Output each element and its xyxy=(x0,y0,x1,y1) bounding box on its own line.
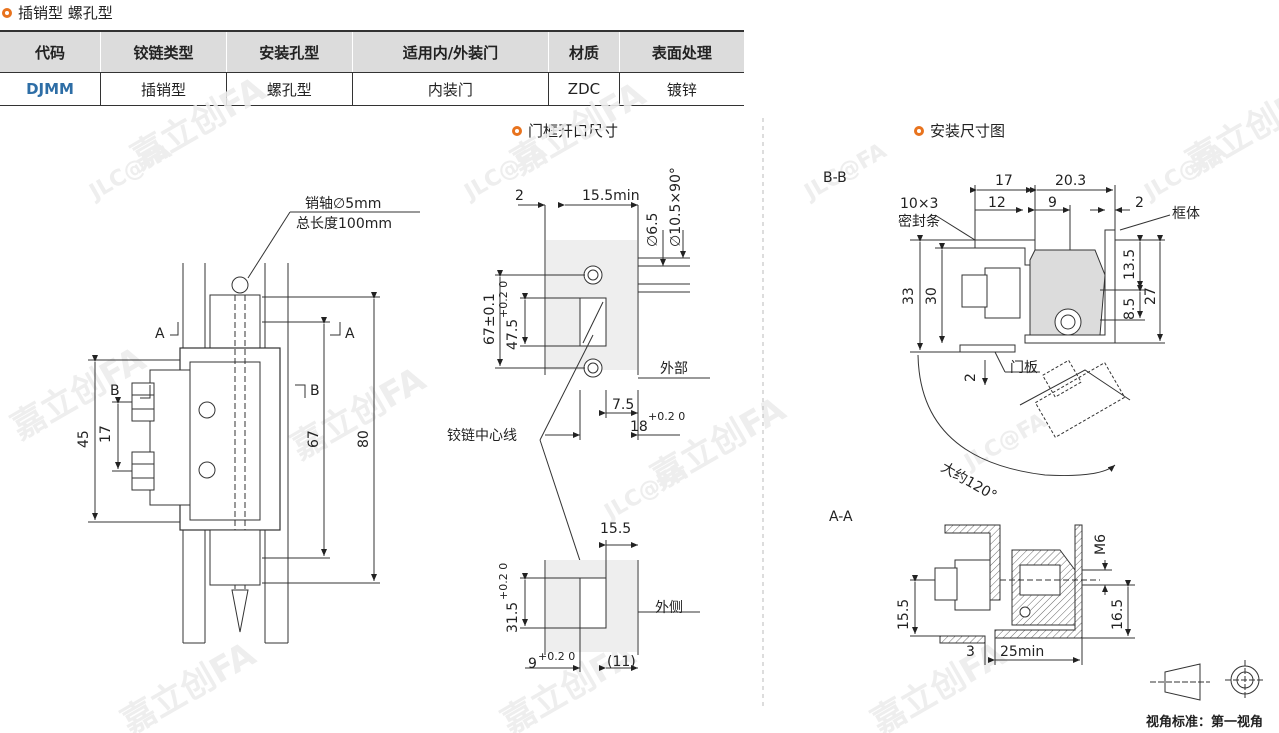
section-a-label: A xyxy=(345,326,355,342)
pin-note: 销轴∅5mm xyxy=(305,196,381,212)
watermark-brand: 嘉立创FA xyxy=(1180,74,1279,183)
dim-31-5: 31.5 xyxy=(505,602,521,633)
watermark-brand: 嘉立创FA xyxy=(115,634,263,733)
spec-table: 代码 铰链类型 安装孔型 适用内/外装门 材质 表面处理 DJMM 插销型 螺孔… xyxy=(0,30,744,106)
dim-47-5: 47.5 xyxy=(505,319,521,350)
cell-hinge-type: 插销型 xyxy=(100,72,227,106)
dim-9: 9 xyxy=(1048,195,1057,211)
dim-11: (11) xyxy=(607,654,636,670)
watermark-brand: 嘉立创FA xyxy=(645,389,793,498)
door-frame-heading-text: 门框开口尺寸 xyxy=(528,122,619,140)
install-heading-text: 安装尺寸图 xyxy=(930,122,1006,140)
dim-3: 3 xyxy=(966,644,975,660)
dim-15-5: 15.5 xyxy=(600,521,631,537)
dim-18: 18 xyxy=(630,419,648,435)
dim-m6: M6 xyxy=(1093,534,1109,555)
header-code: 代码 xyxy=(0,30,102,73)
seal-label: 密封条 xyxy=(898,213,940,230)
dim-8-5: 8.5 xyxy=(1122,298,1138,320)
dim-30: 30 xyxy=(924,287,940,305)
door-frame-heading: 门框开口尺寸 xyxy=(512,120,618,141)
header-hole-type: 安装孔型 xyxy=(226,30,353,73)
section-b-label: B xyxy=(310,383,320,399)
header-finish: 表面处理 xyxy=(619,30,744,73)
dim-80: 80 xyxy=(356,430,372,448)
circle-marker-icon xyxy=(512,125,522,136)
dim-13-5: 13.5 xyxy=(1122,249,1138,280)
section-b-label: B xyxy=(110,383,120,399)
outside-label: 外部 xyxy=(660,361,688,377)
section-title: 插销型 螺孔型 xyxy=(2,2,113,23)
section-aa-label: A-A xyxy=(829,509,853,525)
watermark-brand: 嘉立创FA xyxy=(865,634,1013,733)
tol-18: +0.2 0 xyxy=(648,410,685,423)
dim-27: 27 xyxy=(1143,287,1159,305)
table-row: DJMM 插销型 螺孔型 内装门 ZDC 镀锌 xyxy=(0,72,744,106)
left-view xyxy=(88,211,420,644)
middle-view-labels: 2 15.5min ∅6.5 ∅10.5×90° 67±0.1 47.5 +0.… xyxy=(447,167,688,672)
watermark-brand: 嘉立创FA xyxy=(125,69,273,178)
section-bb-label: B-B xyxy=(823,170,847,186)
cell-finish: 镀锌 xyxy=(619,72,744,106)
header-material: 材质 xyxy=(548,30,620,73)
install-heading: 安装尺寸图 xyxy=(914,120,1005,141)
dim-67: 67 xyxy=(306,430,322,448)
circle-marker-icon xyxy=(2,7,12,18)
cell-code: DJMM xyxy=(0,72,102,106)
door-panel-label: 门板 xyxy=(1010,360,1038,376)
outer-side-label: 外侧 xyxy=(655,600,683,616)
watermark-logo: JLC@FA xyxy=(959,409,1051,477)
dim-9: 9 xyxy=(528,656,537,672)
header-door-type: 适用内/外装门 xyxy=(352,30,550,73)
projection-note: 视角标准：第一视角 xyxy=(1146,714,1263,730)
tol-31-5: +0.2 0 xyxy=(497,563,510,600)
watermark-brand: 嘉立创FA xyxy=(505,74,653,183)
dim-d10-5: ∅10.5×90° xyxy=(668,167,684,247)
right-view xyxy=(910,185,1265,701)
dim-67: 67±0.1 xyxy=(482,293,498,345)
dim-d6-5: ∅6.5 xyxy=(645,213,661,247)
dim-33: 33 xyxy=(901,287,917,305)
dim-45: 45 xyxy=(76,430,92,448)
hinge-center-label: 铰链中心线 xyxy=(447,428,517,444)
left-view-labels: 销轴∅5mm 总长度100mm A A B B 45 17 67 80 xyxy=(76,196,392,448)
cell-hole-type: 螺孔型 xyxy=(226,72,353,106)
dim-16-5: 16.5 xyxy=(1110,599,1126,630)
section-a-label: A xyxy=(155,326,165,342)
circle-marker-icon xyxy=(914,125,924,136)
dim-15-5: 15.5 xyxy=(896,599,912,630)
dim-25min: 25min xyxy=(1000,644,1044,660)
pin-length-note: 总长度100mm xyxy=(296,216,392,232)
dim-10x3: 10×3 xyxy=(900,196,938,212)
cell-material: ZDC xyxy=(548,72,620,106)
dim-17: 17 xyxy=(995,173,1013,189)
tol-9: +0.2 0 xyxy=(538,650,575,663)
dim-2b: 2 xyxy=(963,373,979,382)
cell-door-type: 内装门 xyxy=(352,72,550,106)
middle-view xyxy=(495,202,710,672)
dim-15-5min: 15.5min xyxy=(582,188,640,204)
frame-label: 框体 xyxy=(1172,206,1200,222)
dim-12: 12 xyxy=(988,195,1006,211)
header-hinge-type: 铰链类型 xyxy=(100,30,227,73)
dim-7-5: 7.5 xyxy=(612,397,634,413)
dim-2: 2 xyxy=(1135,195,1144,211)
watermark-brand: 嘉立创FA xyxy=(285,359,433,468)
title-text: 插销型 螺孔型 xyxy=(18,4,113,22)
tol-47-5: +0.2 0 xyxy=(497,281,510,318)
table-header-row: 代码 铰链类型 安装孔型 适用内/外装门 材质 表面处理 xyxy=(0,30,744,73)
dim-17: 17 xyxy=(98,425,114,443)
dim-2: 2 xyxy=(515,188,524,204)
dim-20-3: 20.3 xyxy=(1055,173,1086,189)
